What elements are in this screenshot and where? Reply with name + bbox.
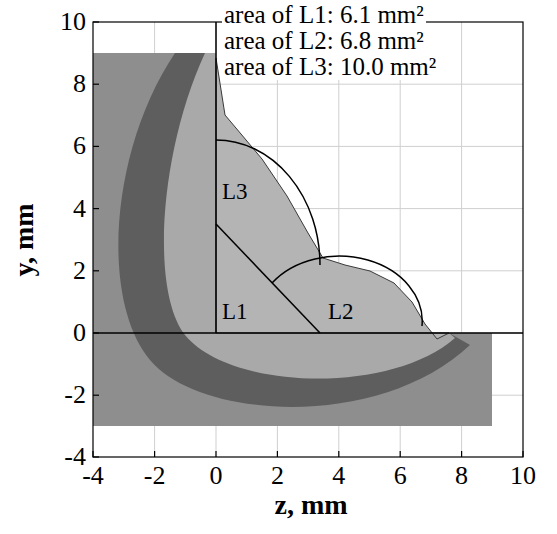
region-label: L2 — [328, 300, 354, 324]
x-tick-label: 2 — [271, 462, 284, 489]
x-tick-label: 0 — [210, 462, 223, 489]
y-tick-label: -2 — [64, 382, 86, 409]
area-annotation: area of L1: 6.1 mm² — [222, 2, 426, 28]
x-tick-label: -2 — [144, 462, 166, 489]
region-label: L1 — [222, 300, 248, 324]
y-tick-label: 6 — [73, 133, 86, 160]
area-annotation: area of L2: 6.8 mm² — [222, 28, 426, 54]
specimen — [93, 53, 492, 426]
x-tick-label: 8 — [455, 462, 468, 489]
x-axis-title: z, mm — [274, 490, 347, 519]
region-label: L3 — [222, 180, 248, 204]
grid — [93, 22, 523, 457]
y-tick-label: 4 — [73, 195, 86, 222]
y-tick-label: 8 — [73, 71, 86, 98]
x-tick-label: 6 — [394, 462, 407, 489]
region-outlines — [93, 22, 523, 333]
y-tick-label: 2 — [73, 257, 86, 284]
y-axis-title: y, mm — [9, 203, 38, 276]
axes-frame — [93, 22, 523, 457]
area-annotation: area of L3: 10.0 mm² — [222, 54, 438, 80]
x-tick-label: 10 — [510, 462, 536, 489]
y-tick-label: 0 — [73, 319, 86, 346]
x-tick-label: 4 — [332, 462, 345, 489]
x-tick-label: -4 — [82, 462, 104, 489]
y-tick-label: 10 — [60, 8, 86, 35]
